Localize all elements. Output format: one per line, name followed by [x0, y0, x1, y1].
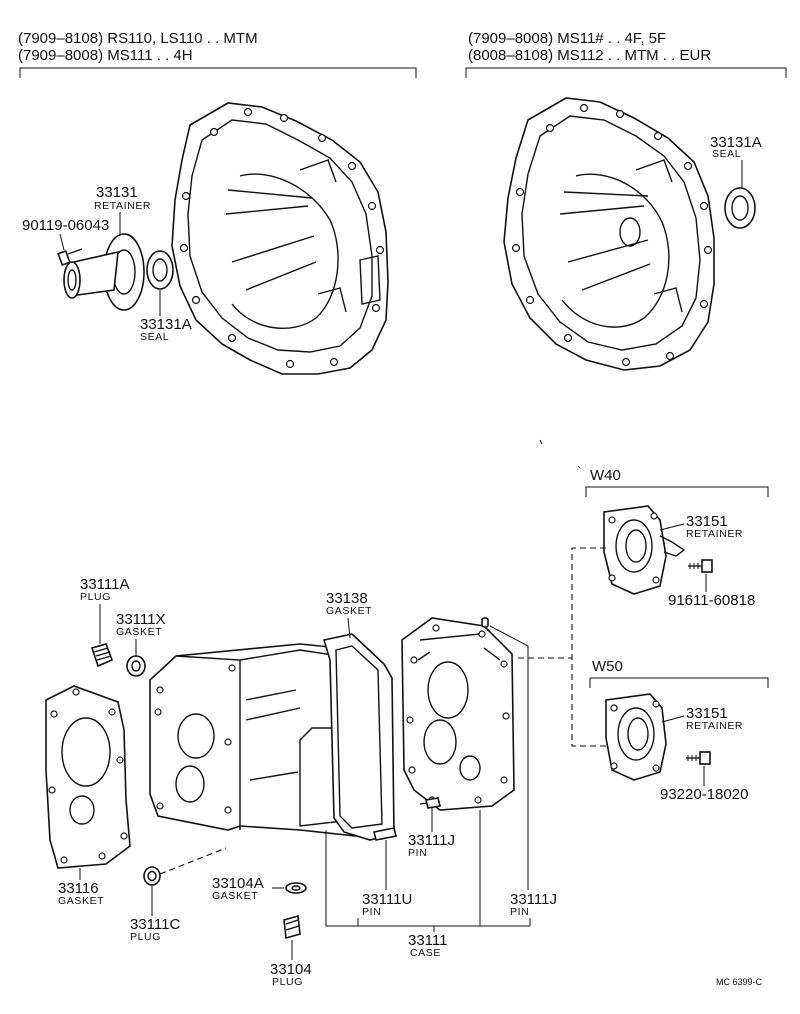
svg-text:33151: 33151 — [686, 705, 728, 722]
header-left-bracket — [19, 67, 417, 78]
svg-text:90119-06043: 90119-06043 — [22, 217, 109, 234]
label-33111j-center: 33111J PIN — [408, 808, 455, 859]
svg-text:PLUG: PLUG — [272, 976, 303, 988]
label-33111u: 33111U PIN — [362, 840, 412, 918]
label-33111j-right: 33111J PIN — [489, 625, 557, 918]
svg-text:PLUG: PLUG — [130, 931, 161, 943]
header-right-line1: (7909–8008) MS11# . . 4F, 5F — [468, 30, 666, 47]
bolt-90119-06043 — [57, 248, 83, 267]
retainer-33151-w50 — [605, 693, 667, 781]
svg-text:GASKET: GASKET — [212, 890, 258, 902]
gasket-33104a — [285, 882, 307, 894]
diagram-code: MC 6399-C — [716, 977, 763, 987]
svg-text:SEAL: SEAL — [140, 331, 169, 343]
svg-text:SEAL: SEAL — [712, 148, 741, 160]
svg-text:33116: 33116 — [58, 880, 99, 897]
header-left: (7909–8108) RS110, LS110 . . MTM (7909–8… — [18, 30, 417, 78]
header-right: (7909–8008) MS11# . . 4F, 5F (8008–8108)… — [465, 30, 787, 78]
svg-text:33104A: 33104A — [212, 875, 264, 892]
svg-text:33111C: 33111C — [130, 916, 180, 933]
svg-text:GASKET: GASKET — [326, 605, 372, 617]
gasket-33138 — [322, 633, 395, 841]
group-w50-label: W50 — [592, 658, 623, 675]
group-w40: W40 33151 RETAINER 91611-60818 — [585, 467, 769, 609]
svg-text:33131A: 33131A — [710, 134, 762, 151]
group-w50: W50 33151 RETAINER 93220-18020 — [589, 658, 769, 803]
svg-text:PIN: PIN — [510, 906, 529, 918]
svg-text:33111A: 33111A — [80, 576, 130, 593]
header-left-line2: (7909–8008) MS111 . . 4H — [18, 47, 193, 64]
svg-text:91611-60818: 91611-60818 — [668, 592, 755, 609]
alternative-connector — [571, 547, 606, 747]
svg-text:RETAINER: RETAINER — [94, 200, 151, 212]
bolt-93220-18020 — [686, 751, 711, 765]
pin-33111u — [373, 827, 397, 841]
label-33111: 33111 CASE — [325, 810, 531, 959]
svg-text:CASE: CASE — [410, 947, 441, 959]
svg-text:GASKET: GASKET — [116, 626, 162, 638]
seal-33131a-right — [724, 187, 756, 229]
retainer-33151-w40 — [603, 505, 686, 595]
gasket-33116 — [45, 685, 131, 869]
label-93220-18020: 93220-18020 — [660, 766, 748, 803]
label-33104: 33104 PLUG — [270, 940, 312, 988]
label-33116: 33116 GASKET — [58, 868, 104, 907]
svg-text:RETAINER: RETAINER — [686, 720, 743, 732]
label-33111x: 33111X GASKET — [116, 611, 166, 656]
svg-text:PLUG: PLUG — [80, 591, 111, 603]
group-w40-label: W40 — [590, 467, 621, 484]
svg-text:93220-18020: 93220-18020 — [660, 786, 748, 803]
svg-text:33111J: 33111J — [510, 891, 557, 908]
svg-text:GASKET: GASKET — [58, 895, 104, 907]
svg-text:33111U: 33111U — [362, 891, 412, 908]
label-90119-06043: 90119-06043 — [22, 217, 109, 251]
svg-text:33111: 33111 — [408, 932, 448, 949]
svg-text:PIN: PIN — [362, 906, 381, 918]
svg-text:33131A: 33131A — [140, 316, 192, 333]
label-33111a: 33111A PLUG — [80, 576, 130, 644]
label-33138: 33138 GASKET — [326, 590, 372, 639]
header-right-bracket — [465, 67, 787, 78]
label-33111c: 33111C PLUG — [130, 886, 180, 943]
label-33104a: 33104A GASKET — [212, 875, 284, 902]
svg-text:33111X: 33111X — [116, 611, 166, 628]
gasket-33111x — [126, 655, 146, 677]
label-33151-w40: 33151 RETAINER — [659, 513, 743, 540]
bolt-91611-60818 — [688, 559, 713, 573]
header-right-line2: (8008–8108) MS112 . . MTM . . EUR — [468, 47, 711, 64]
seal-33131a-left — [146, 250, 174, 290]
retainer-33131 — [63, 233, 145, 311]
plug-33111c — [143, 866, 161, 886]
intermediate-plate — [401, 617, 515, 811]
clutch-housing-right — [503, 97, 715, 371]
svg-text:33104: 33104 — [270, 961, 312, 978]
svg-text:RETAINER: RETAINER — [686, 528, 743, 540]
label-33131: 33131 RETAINER — [94, 184, 151, 236]
header-left-line1: (7909–8108) RS110, LS110 . . MTM — [18, 30, 258, 47]
plug-33111c-leader — [159, 847, 227, 875]
plug-33104 — [283, 914, 301, 940]
label-33131a-left: 33131A SEAL — [140, 290, 192, 343]
svg-text:33111J: 33111J — [408, 832, 455, 849]
clutch-housing-left — [171, 102, 389, 375]
plug-33111a — [90, 643, 114, 668]
label-91611-60818: 91611-60818 — [668, 574, 755, 609]
svg-text:33138: 33138 — [326, 590, 368, 607]
svg-text:33151: 33151 — [686, 513, 728, 530]
pin-33111j-center — [419, 797, 441, 809]
label-33151-w50: 33151 RETAINER — [661, 705, 743, 732]
transmission-case-33111 — [149, 643, 377, 837]
pin-33111j-top — [481, 617, 489, 628]
svg-text:PIN: PIN — [408, 847, 427, 859]
label-33131a-right: 33131A SEAL — [710, 134, 762, 188]
svg-text:33131: 33131 — [96, 184, 138, 201]
